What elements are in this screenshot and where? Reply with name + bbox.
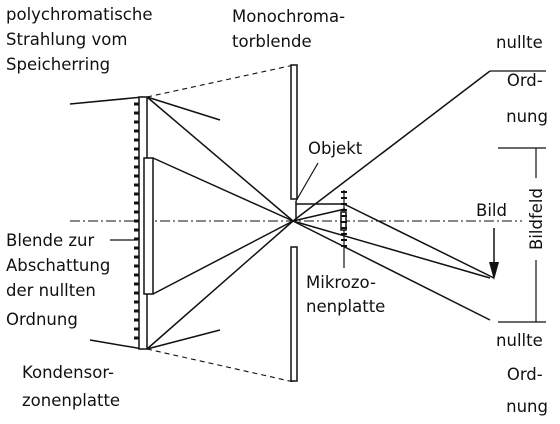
monochromator-aperture-upper — [290, 64, 298, 200]
beam-edge-top — [69, 96, 144, 105]
imaging-rays — [292, 70, 495, 321]
source-label: polychromatische Strahlung vom Speicherr… — [6, 5, 158, 74]
beam-edge-bottom — [89, 339, 144, 350]
central-stop — [143, 157, 154, 295]
dashed-line-bottom — [146, 348, 295, 383]
object-leader — [295, 162, 319, 202]
condenser-label: Kondensor- zonenplatte — [22, 363, 120, 410]
zero-order-top-label: nullte Ord- nung — [496, 33, 548, 126]
stop-label: Blende zur Abschattung der nullten Ordnu… — [6, 231, 116, 329]
image-label: Bild — [476, 201, 507, 220]
micro-zone-plate-label: Mikrozo- nenplatte — [306, 273, 385, 316]
dashed-line-top — [146, 64, 295, 98]
image-field-label: Bildfeld — [527, 188, 546, 250]
micro-zone-plate — [340, 190, 347, 254]
condenser-zone-plate — [134, 96, 148, 350]
image-arrow — [489, 228, 499, 280]
monochromator-label: Monochroma- torblende — [232, 7, 350, 51]
monochromator-aperture-lower — [290, 246, 298, 382]
object-label: Objekt — [308, 139, 363, 158]
zero-order-bottom-label: nullte Ord- nung — [496, 331, 548, 416]
image-field-bracket — [498, 147, 546, 323]
illumination-rays — [146, 96, 294, 350]
